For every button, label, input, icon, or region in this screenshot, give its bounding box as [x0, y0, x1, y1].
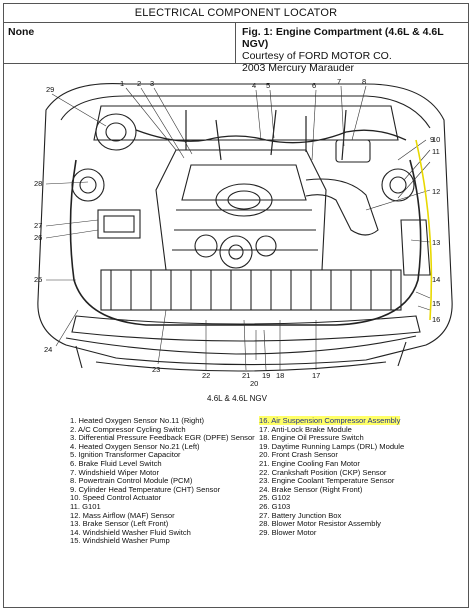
vehicle-name: 2003 Mercury Marauder: [242, 62, 355, 74]
legend-item: 6. Brake Fluid Level Switch: [70, 458, 162, 468]
callout-15: 15: [432, 299, 440, 308]
callout-26: 26: [34, 233, 42, 242]
callout-11: 11: [432, 147, 440, 156]
callout-20: 20: [250, 379, 258, 388]
callout-27: 27: [34, 221, 42, 230]
callout-1: 1: [120, 79, 124, 88]
header-divider: [3, 63, 469, 64]
figure-title: Fig. 1: Engine Compartment (4.6L & 4.6L …: [242, 26, 444, 50]
legend-item: 10. Speed Control Actuator: [70, 493, 162, 503]
callout-4: 4: [252, 81, 256, 90]
legend-item: 8. Powertrain Control Module (PCM): [70, 476, 193, 486]
callout-25: 25: [34, 275, 42, 284]
callout-7: 7: [337, 77, 341, 86]
legend-item: 26. G103: [259, 501, 291, 511]
legend-item: 7. Windshield Wiper Motor: [70, 467, 160, 477]
callout-24: 24: [44, 345, 52, 354]
callout-19: 19: [262, 371, 270, 380]
page-title: ELECTRICAL COMPONENT LOCATOR: [3, 3, 469, 23]
engine-compartment-diagram: 29 1 2 3 4 5 6 7 8 9 10 11 12 13 14 15 1…: [34, 77, 453, 388]
callout-28: 28: [34, 179, 42, 188]
figure-credit: Courtesy of FORD MOTOR CO.: [242, 50, 392, 62]
air-intake-tube: [305, 178, 379, 236]
callout-16: 16: [432, 315, 440, 324]
callout-18: 18: [276, 371, 284, 380]
page-frame: [3, 3, 469, 608]
legend-item: 4. Heated Oxygen Sensor No.21 (Left): [70, 441, 200, 451]
legend-highlight: 16. Air Suspension Compressor Assembly: [259, 416, 401, 425]
callout-10: 10: [432, 135, 440, 144]
callout-3: 3: [150, 79, 154, 88]
legend-item: 19. Daytime Running Lamps (DRL) Module: [259, 441, 405, 451]
legend-item: 14. Windshield Washer Fluid Switch: [70, 527, 191, 537]
header-right-cell: Fig. 1: Engine Compartment (4.6L & 4.6L …: [236, 23, 469, 74]
legend-item: 21. Engine Cooling Fan Motor: [259, 458, 360, 468]
legend-item: 28. Blower Motor Resistor Assembly: [259, 519, 381, 529]
callout-8: 8: [362, 77, 366, 86]
legend-item: 15. Windshield Washer Pump: [70, 536, 170, 546]
legend-item: 5. Ignition Transformer Capacitor: [70, 450, 181, 460]
callout-5: 5: [266, 81, 270, 90]
legend-item: 20. Front Crash Sensor: [259, 450, 338, 460]
callout-12: 12: [432, 187, 440, 196]
callout-17: 17: [312, 371, 320, 380]
callout-14: 14: [432, 275, 440, 284]
legend-item: 22. Crankshaft Position (CKP) Sensor: [259, 467, 387, 477]
blower-motor: [95, 113, 137, 151]
legend-item: 9. Cylinder Head Temperature (CHT) Senso…: [70, 484, 221, 494]
battery-junction-box: [97, 209, 141, 239]
diagram-caption: 4.6L & 4.6L NGV: [207, 394, 267, 403]
callout-2: 2: [137, 79, 141, 88]
legend-item: 3. Differential Pressure Feedback EGR (D…: [70, 433, 255, 443]
legend-item: 27. Battery Junction Box: [259, 510, 342, 520]
callout-29: 29: [46, 85, 54, 94]
legend-item: 13. Brake Sensor (Left Front): [70, 519, 169, 529]
callout-6: 6: [312, 81, 316, 90]
legend-item: 29. Blower Motor: [259, 527, 317, 537]
legend-left: 1. Heated Oxygen Sensor No.11 (Right) 2.…: [70, 416, 255, 546]
legend-item: 23. Engine Coolant Temperature Sensor: [259, 476, 395, 486]
legend-item: 25. G102: [259, 493, 291, 503]
callout-22: 22: [202, 371, 210, 380]
legend-item: 18. Engine Oil Pressure Switch: [259, 433, 364, 443]
legend-item: 12. Mass Airflow (MAF) Sensor: [70, 510, 175, 520]
callout-21: 21: [242, 371, 250, 380]
legend-item: 24. Brake Sensor (Right Front): [259, 484, 363, 494]
legend-item: 11. G101: [70, 501, 101, 511]
callout-9: 9: [430, 135, 434, 144]
legend-item: 17. Anti-Lock Brake Module: [259, 424, 352, 434]
legend-item: 1. Heated Oxygen Sensor No.11 (Right): [70, 416, 205, 425]
callout-23: 23: [152, 365, 160, 374]
legend-item-highlighted: 16. Air Suspension Compressor Assembly: [259, 416, 464, 426]
body-outline: [37, 82, 453, 366]
header-left-cell: None: [3, 23, 236, 63]
callout-13: 13: [432, 238, 440, 247]
legend-right: 16. Air Suspension Compressor Assembly 1…: [259, 416, 464, 537]
legend-item: 2. A/C Compressor Cycling Switch: [70, 424, 186, 434]
